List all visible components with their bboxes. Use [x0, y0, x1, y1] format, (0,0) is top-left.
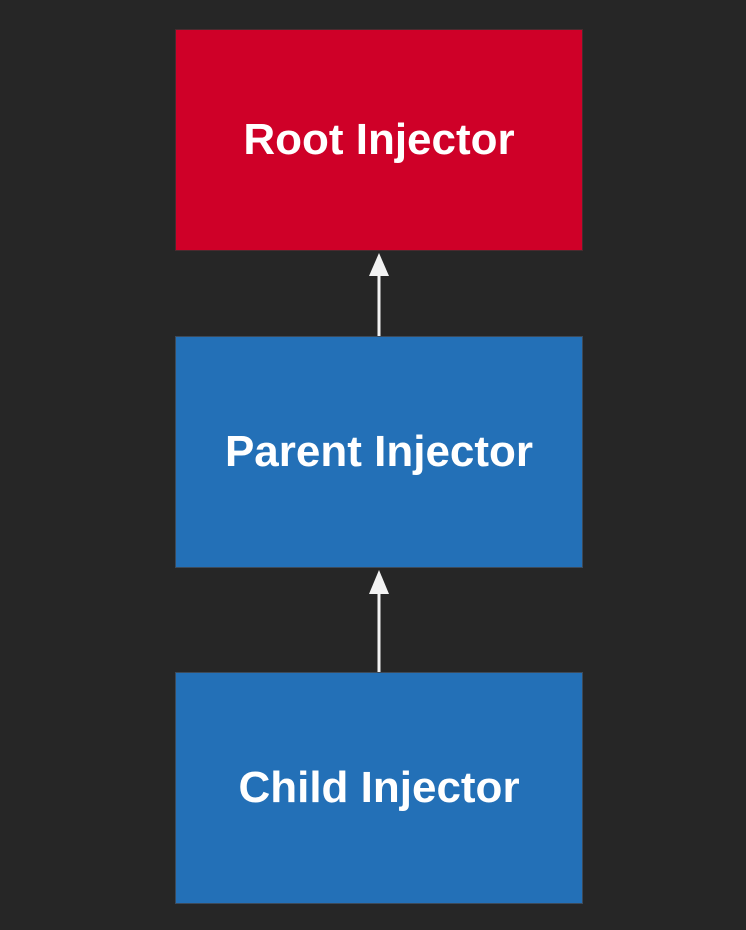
- child-injector-label: Child Injector: [238, 763, 520, 812]
- parent-injector-label: Parent Injector: [224, 427, 534, 476]
- root-injector-label: Root Injector: [243, 115, 515, 164]
- root-injector-box: Root Injector: [175, 29, 583, 251]
- child-injector-box: Child Injector: [175, 672, 583, 904]
- arrow-parent-to-root: [369, 253, 389, 336]
- arrow-child-to-parent: [369, 570, 389, 672]
- parent-injector-box: Parent Injector: [175, 336, 583, 568]
